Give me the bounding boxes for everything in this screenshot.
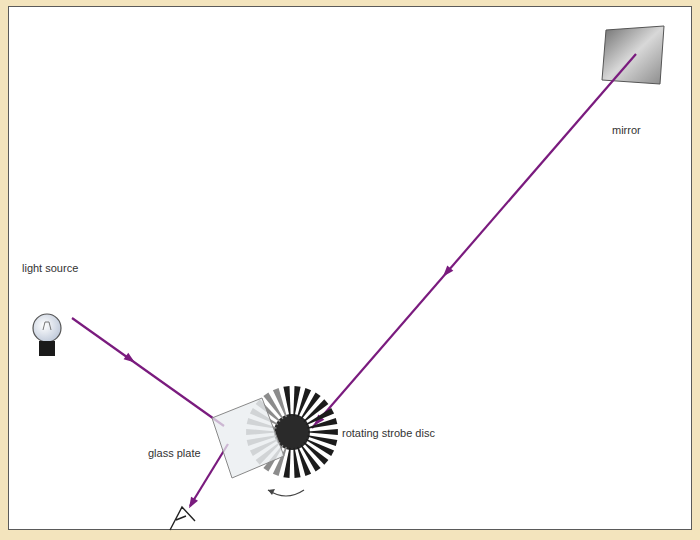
ray-arrowhead <box>124 266 454 511</box>
part-label: light source <box>22 262 78 275</box>
part-label: glass plate <box>148 447 201 460</box>
mirror-symbol <box>602 26 664 84</box>
eye-symbol <box>170 507 195 530</box>
panel-frame <box>8 6 692 530</box>
light-bulb <box>33 314 61 356</box>
rotation-arrowhead <box>268 489 275 495</box>
light-ray <box>72 54 636 506</box>
glass-plate <box>212 398 284 478</box>
part-label: mirror <box>612 124 641 137</box>
rotation-arrow <box>268 490 304 496</box>
part-label: rotating strobe disc <box>342 427 435 440</box>
